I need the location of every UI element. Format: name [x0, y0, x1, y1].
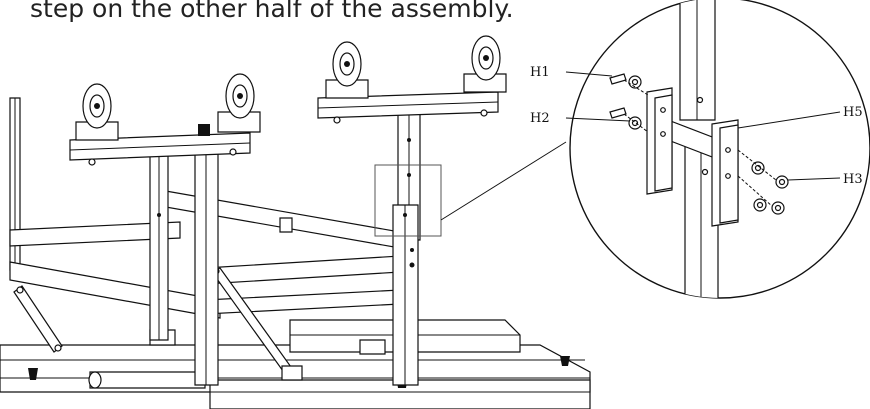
callout-h5-label: H5 — [843, 105, 863, 120]
bolt-h1 — [609, 73, 642, 89]
zoom-detail: H1 H2 H5 H3 — [530, 0, 870, 299]
caster-4 — [463, 35, 507, 117]
instruction-text: step on the other half of the assembly. — [30, 0, 514, 23]
washers-nuts — [751, 161, 789, 215]
front-posts — [194, 139, 419, 386]
base-frame — [0, 319, 591, 409]
callout-h1-label: H1 — [530, 65, 550, 80]
callout-h5: H5 — [737, 105, 863, 129]
detail-highlight-box — [374, 141, 567, 237]
caster-wheels — [75, 35, 507, 166]
top-crossbars — [69, 91, 499, 161]
callout-h3: H3 — [787, 172, 863, 187]
caster-2 — [198, 73, 261, 156]
callout-h2: H2 — [530, 111, 631, 126]
callout-h1: H1 — [530, 65, 613, 80]
caster-3 — [325, 41, 369, 124]
frame-assembly — [0, 35, 591, 409]
callout-h2-label: H2 — [530, 111, 550, 126]
callout-h3-label: H3 — [843, 172, 863, 187]
diagonal-braces — [13, 267, 303, 381]
caster-1 — [75, 83, 119, 166]
